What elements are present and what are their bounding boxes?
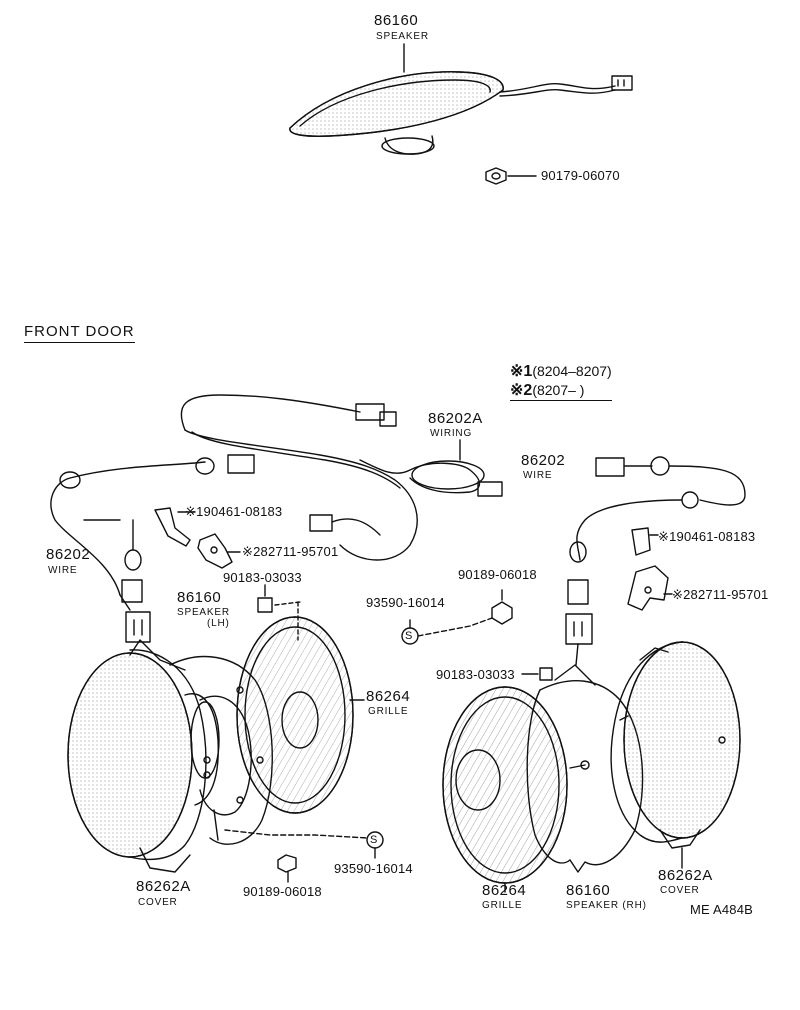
- right-fastener-drawing: [401, 589, 553, 681]
- left-bracket1-label: ※190461-08183: [185, 504, 283, 519]
- speaker-lh-side: (LH): [207, 618, 230, 629]
- left-wire-drawing: [50, 454, 255, 643]
- right-screw-number: 93590-16014: [366, 595, 445, 610]
- wiring-number: 86202A: [428, 410, 483, 427]
- wiring-harness-drawing: [180, 394, 503, 561]
- left-nut-number: 90189-06018: [243, 884, 322, 899]
- right-bracket2-label: ※282711-95701: [672, 587, 769, 602]
- right-cover-drawing: [610, 641, 741, 869]
- top-nut-drawing: [485, 167, 537, 185]
- left-cover-drawing: [67, 639, 211, 873]
- legend: ※1(8204–8207) ※2(8207– ): [510, 362, 612, 401]
- left-grille-name: GRILLE: [368, 706, 409, 717]
- left-cover-name: COVER: [138, 897, 178, 908]
- right-wire-drawing: [565, 456, 746, 666]
- left-screw-number: 93590-16014: [334, 861, 413, 876]
- speaker-lh-name: SPEAKER: [177, 607, 230, 618]
- right-cover-name: COVER: [660, 885, 700, 896]
- right-wire-name: WIRE: [523, 470, 553, 481]
- speaker-rh-name: SPEAKER (RH): [566, 900, 647, 911]
- right-brackets-drawing: [627, 527, 673, 611]
- left-brackets-drawing: [154, 507, 241, 569]
- left-wire-name: WIRE: [48, 565, 78, 576]
- right-grille-name: GRILLE: [482, 900, 523, 911]
- left-grille-drawing: [236, 616, 365, 814]
- wiring-name: WIRING: [430, 428, 473, 439]
- right-clip-number: 90183-03033: [436, 667, 515, 682]
- left-wire-number: 86202: [46, 546, 91, 563]
- speaker-rh-number: 86160: [566, 882, 611, 899]
- top-nut-number: 90179-06070: [541, 168, 620, 183]
- legend-item-1: ※1(8204–8207): [510, 363, 612, 380]
- top-speaker-drawing: [289, 43, 633, 155]
- left-bracket2-label: ※282711-95701: [242, 544, 339, 559]
- speaker-lh-number: 86160: [177, 589, 222, 606]
- legend-item-2: ※2(8207– ): [510, 381, 612, 401]
- diagram-code: ME A484B: [690, 902, 754, 917]
- left-screw-symbol: S: [370, 834, 378, 846]
- right-wire-number: 86202: [521, 452, 566, 469]
- left-clip-number: 90183-03033: [223, 570, 302, 585]
- top-speaker-number: 86160: [374, 12, 419, 29]
- right-grille-number: 86264: [482, 882, 527, 899]
- left-grille-number: 86264: [366, 688, 411, 705]
- top-speaker-name: SPEAKER: [376, 31, 429, 42]
- right-nut-number: 90189-06018: [458, 567, 537, 582]
- right-screw-symbol: S: [405, 630, 413, 642]
- right-bracket1-label: ※190461-08183: [658, 529, 756, 544]
- right-grille-drawing: [442, 686, 568, 893]
- right-cover-number: 86262A: [658, 867, 713, 884]
- left-fastener-drawing: [224, 829, 384, 883]
- left-cover-number: 86262A: [136, 878, 191, 895]
- section-title: FRONT DOOR: [24, 323, 135, 343]
